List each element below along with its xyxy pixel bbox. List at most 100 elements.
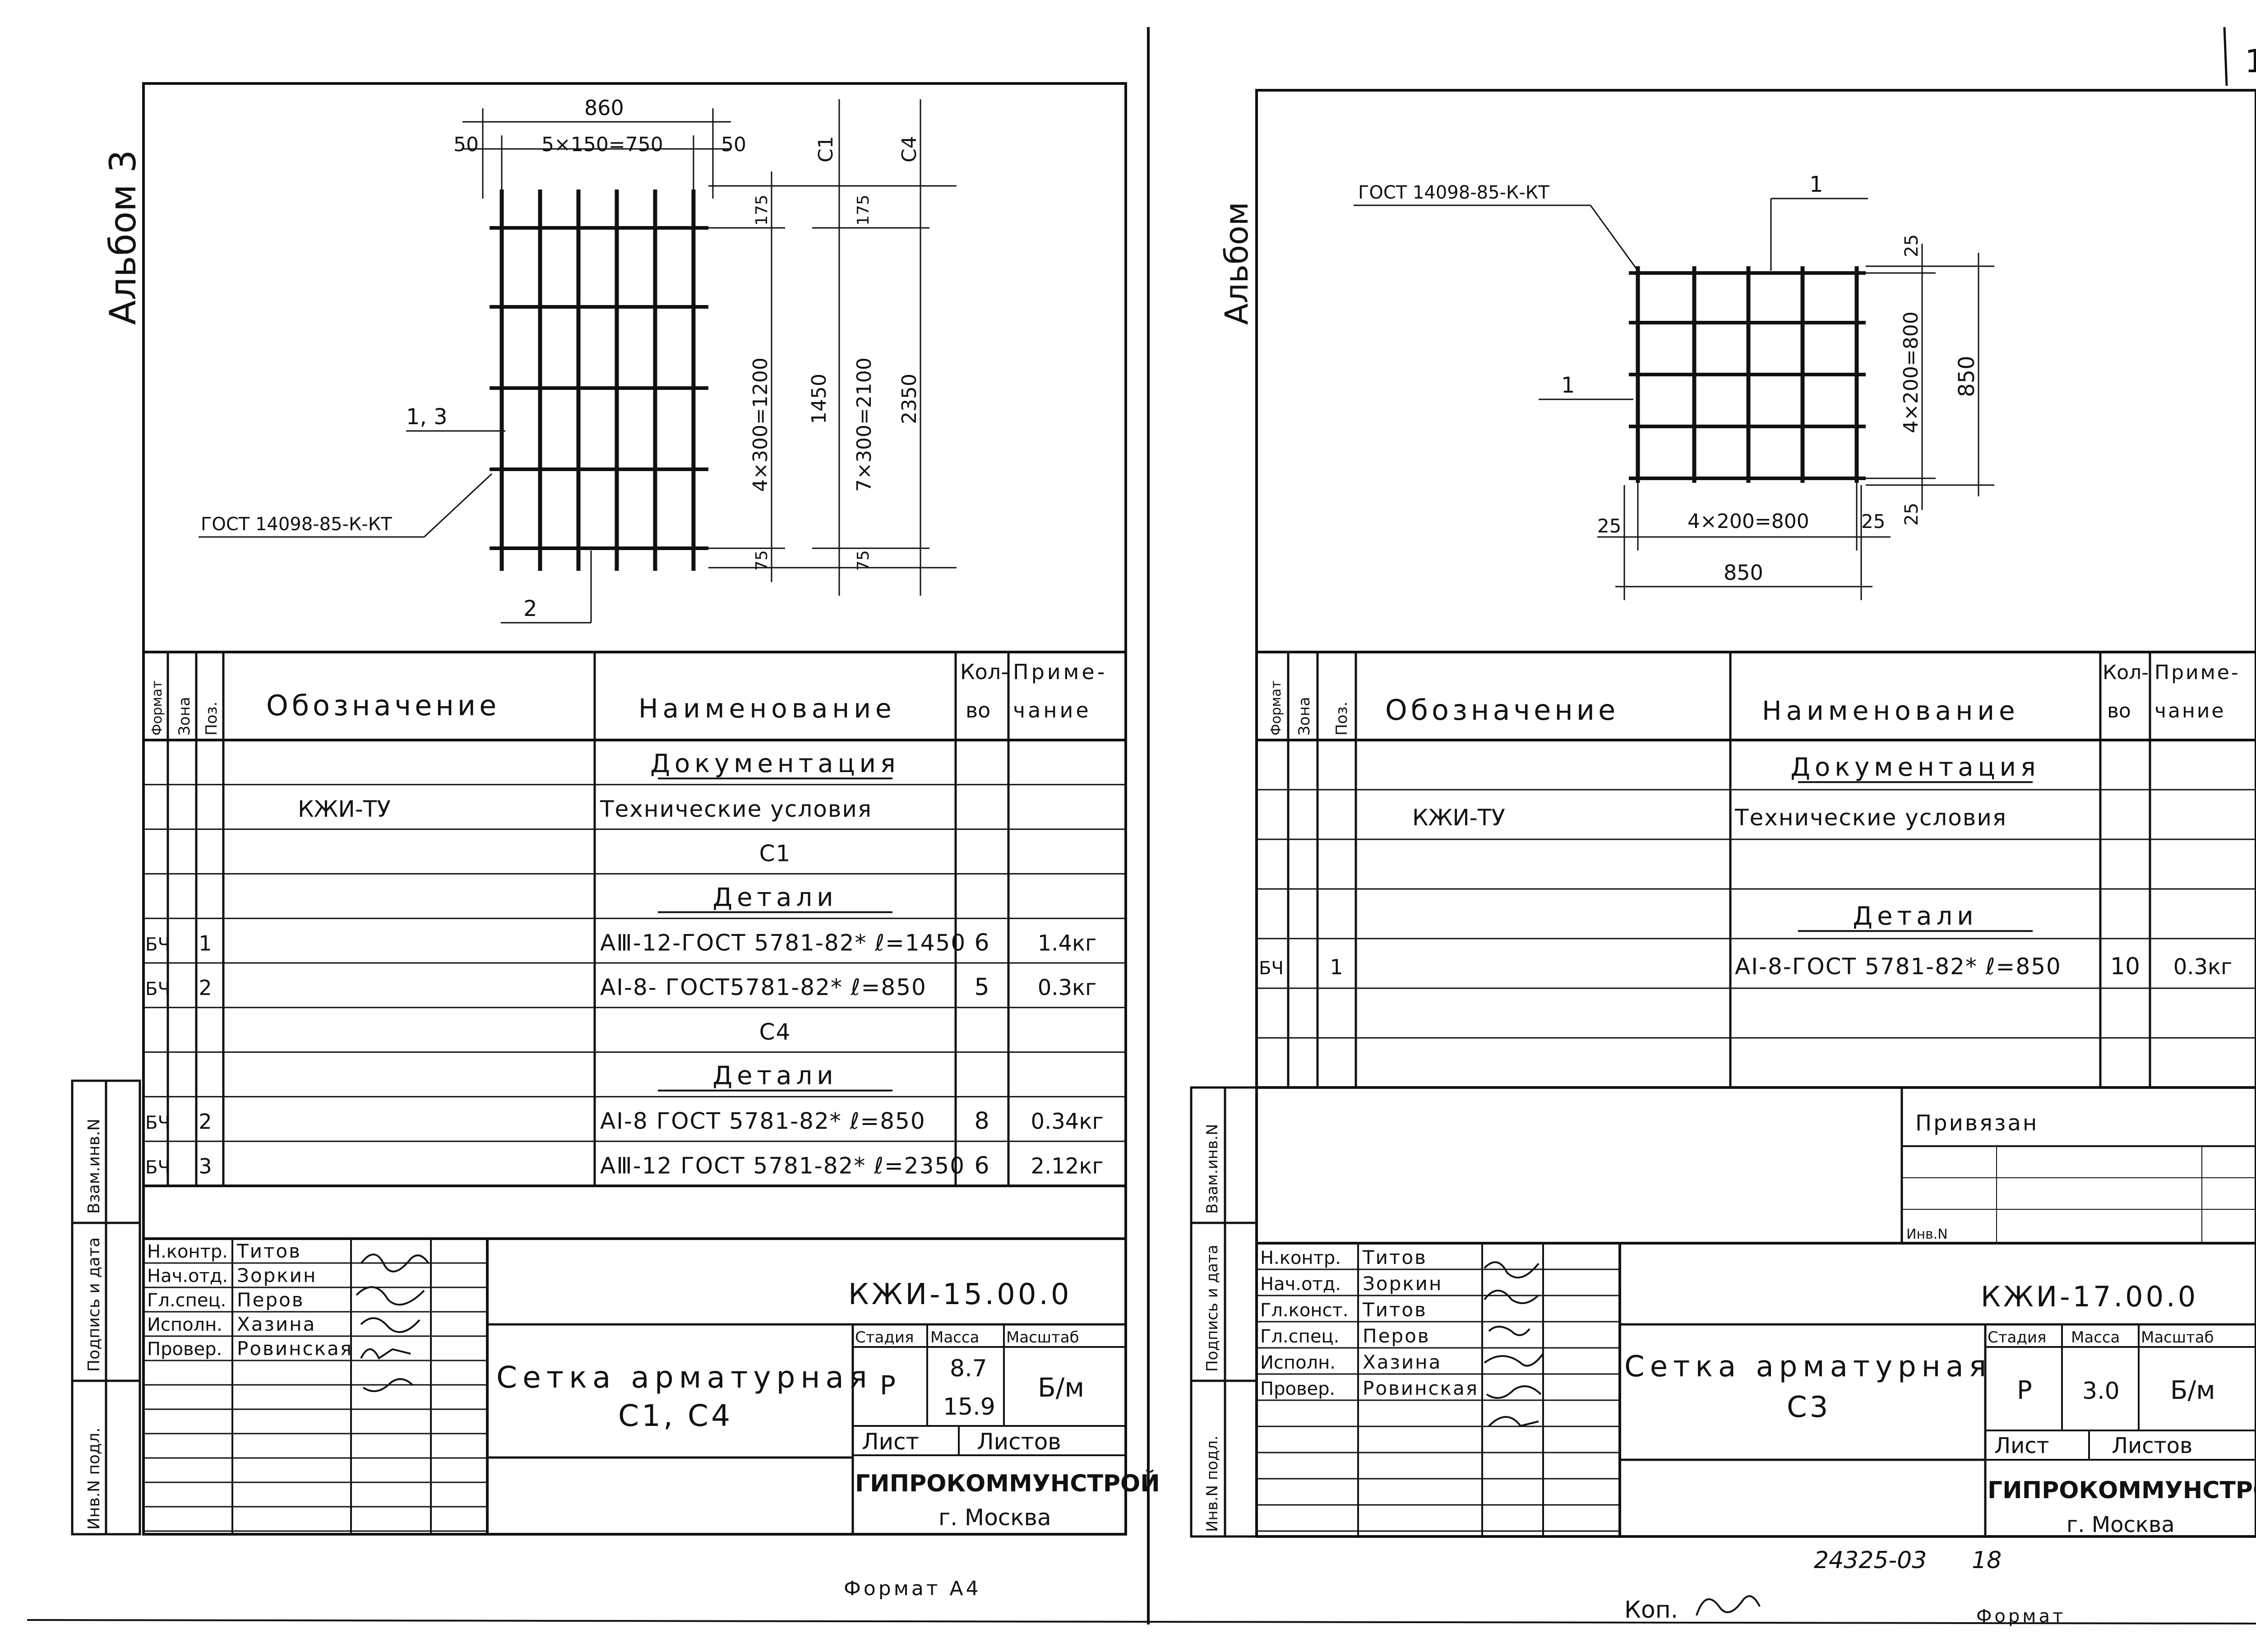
right-title-block: Н.контр.ТитовНач.отд.ЗоркинГл.конст.Тито…: [1257, 1243, 2256, 1537]
tb-role: Н.контр.: [147, 1241, 228, 1262]
left-sheet: Альбом 3 860 50 5×1: [71, 82, 1160, 1600]
r-hdr-qty-2: во: [2107, 699, 2131, 722]
r-hdr-designation: Обозначение: [1385, 694, 1619, 727]
left-side-stamp: Взам.инв.N Подпись и дата Инв.N подл.: [71, 1079, 141, 1536]
tb-person: Перов: [1363, 1325, 1430, 1347]
hdr-format: Формат: [149, 680, 165, 736]
cell-qty: 6: [974, 1152, 989, 1179]
left-stage-label: Стадия: [855, 1328, 914, 1347]
left-title-1: Сетка арматурная: [496, 1360, 873, 1395]
hdr-pos: Поз.: [203, 702, 221, 736]
r-hdr-pos: Поз.: [1333, 702, 1351, 736]
r-hdr-zone: Зона: [1295, 697, 1313, 736]
r-dim-25-d: 25: [1861, 510, 1885, 532]
left-title-block: Н.контр.ТитовНач.отд.ЗоркинГл.спец.Перов…: [143, 1237, 1160, 1534]
right-scale: Б/м: [2170, 1376, 2215, 1405]
cell-pos: 2: [199, 1110, 212, 1134]
right-mass-label: Масса: [2071, 1328, 2120, 1347]
tb-role: Исполн.: [147, 1314, 222, 1335]
left-scale: Б/м: [1038, 1372, 1084, 1403]
right-org: ГИПРОКОММУНСТРОЙ: [1988, 1476, 2256, 1504]
hdr-qty-1: Кол-: [960, 660, 1008, 684]
cell-name: Документация: [1790, 753, 2040, 782]
dim-7x300: 7×300=2100: [853, 357, 876, 492]
left-signatures: [356, 1254, 430, 1392]
cell-pos: 1: [199, 931, 212, 955]
left-spec-table: Формат Зона Поз. Обозначение Наименовани…: [143, 651, 1126, 1187]
tb-role: Исполн.: [1260, 1352, 1336, 1373]
bottom-edge: [27, 1619, 2256, 1624]
hdr-name: Наименование: [638, 693, 896, 724]
dim-left: 50: [453, 133, 479, 156]
hdr-note-2: чание: [1013, 698, 1091, 722]
left-sheets-label: Листов: [977, 1429, 1061, 1455]
left-gost-note: ГОСТ 14098-85-К-КТ: [201, 514, 392, 535]
right-title-2: С3: [1787, 1391, 1831, 1424]
right-doc-code: КЖИ-17.00.0: [1981, 1280, 2198, 1313]
right-sheet: Альбом 25 4×200=800 850 25: [1190, 89, 2256, 1627]
cell-name: Документация: [650, 749, 900, 778]
cell-format: БЧ: [145, 934, 170, 955]
r-side-vzam: Взам.инв.N: [1203, 1124, 1221, 1214]
cell-format: БЧ: [145, 1113, 170, 1134]
r-dim-25-b: 25: [1901, 503, 1922, 526]
side-vzam: Взам.инв.N: [85, 1119, 103, 1214]
cell-pos: 3: [199, 1154, 212, 1178]
dim-right: 50: [721, 133, 746, 156]
cell-note: 0.3кг: [1038, 975, 1097, 1000]
dim-4x300: 4×300=1200: [749, 357, 772, 492]
right-side-stamp: Взам.инв.N Подпись и дата Инв.N подл.: [1190, 1086, 1258, 1538]
cell-name: С1: [759, 841, 791, 867]
r-hdr-qty-1: Кол-: [2103, 661, 2149, 684]
tb-person: Перов: [237, 1289, 305, 1311]
tb-role: Провер.: [147, 1339, 222, 1360]
right-scale-label: Масштаб: [2141, 1328, 2214, 1347]
right-city: г. Москва: [2066, 1512, 2175, 1537]
tb-role: Гл.спец.: [1260, 1326, 1339, 1347]
cell-name: АI-8 ГОСТ 5781-82* ℓ=850: [600, 1108, 926, 1134]
dim-total: 860: [584, 96, 624, 120]
dim-mid: 5×150=750: [541, 133, 663, 156]
dim-c1: С1: [814, 136, 837, 162]
right-lead-left: 1: [1561, 373, 1575, 398]
left-stage: Р: [880, 1370, 896, 1401]
dim-175-a: 175: [753, 194, 771, 226]
side-inv: Инв.N подл.: [85, 1428, 103, 1530]
cell-note: 2.12кг: [1031, 1153, 1103, 1179]
cell-qty: 10: [2110, 953, 2140, 980]
right-signatures: [1484, 1261, 1544, 1427]
left-format-note: Формат А4: [844, 1577, 981, 1600]
right-title-1: Сетка арматурная: [1624, 1350, 1992, 1384]
right-mass: 3.0: [2082, 1378, 2120, 1405]
tb-person: Ровинская: [237, 1337, 353, 1360]
side-podpis: Подпись и дата: [85, 1237, 103, 1372]
cell-format: БЧ: [1259, 958, 1284, 979]
copy-signature: [1696, 1595, 1761, 1616]
cell-note: 0.3кг: [2173, 954, 2233, 980]
cell-format: БЧ: [145, 1157, 170, 1178]
r-hdr-note-1: Приме-: [2154, 661, 2240, 684]
hdr-zone: Зона: [176, 697, 194, 736]
cell-name: Детали: [1853, 902, 1978, 931]
cell-designation: КЖИ-ТУ: [298, 796, 391, 822]
hdr-qty-2: во: [966, 698, 990, 722]
right-sheet-label: Лист: [1994, 1433, 2049, 1458]
cell-note: 1.4кг: [1038, 930, 1097, 956]
tb-person: Ровинская: [1363, 1377, 1479, 1399]
tb-role: Нач.отд.: [1260, 1274, 1341, 1295]
cell-name: АI-8- ГОСТ5781-82* ℓ=850: [600, 974, 927, 1000]
tb-role: Гл.конст.: [1260, 1300, 1348, 1321]
cell-name: С4: [759, 1019, 791, 1045]
right-lead-top: 1: [1809, 172, 1823, 197]
left-org: ГИПРОКОММУНСТРОЙ: [855, 1470, 1160, 1497]
cell-qty: 6: [974, 929, 989, 956]
page-number: 17: [2245, 43, 2256, 80]
dim-1450: 1450: [808, 374, 831, 424]
archive-page: 18: [1972, 1547, 2002, 1574]
cell-qty: 5: [974, 974, 989, 1001]
cell-name: Детали: [712, 1061, 837, 1091]
right-format-note: Формат: [1976, 1606, 2066, 1627]
left-mass-label: Масса: [930, 1328, 979, 1347]
r-dim-850-h: 850: [1724, 560, 1763, 585]
tb-person: Хазина: [1363, 1351, 1442, 1373]
